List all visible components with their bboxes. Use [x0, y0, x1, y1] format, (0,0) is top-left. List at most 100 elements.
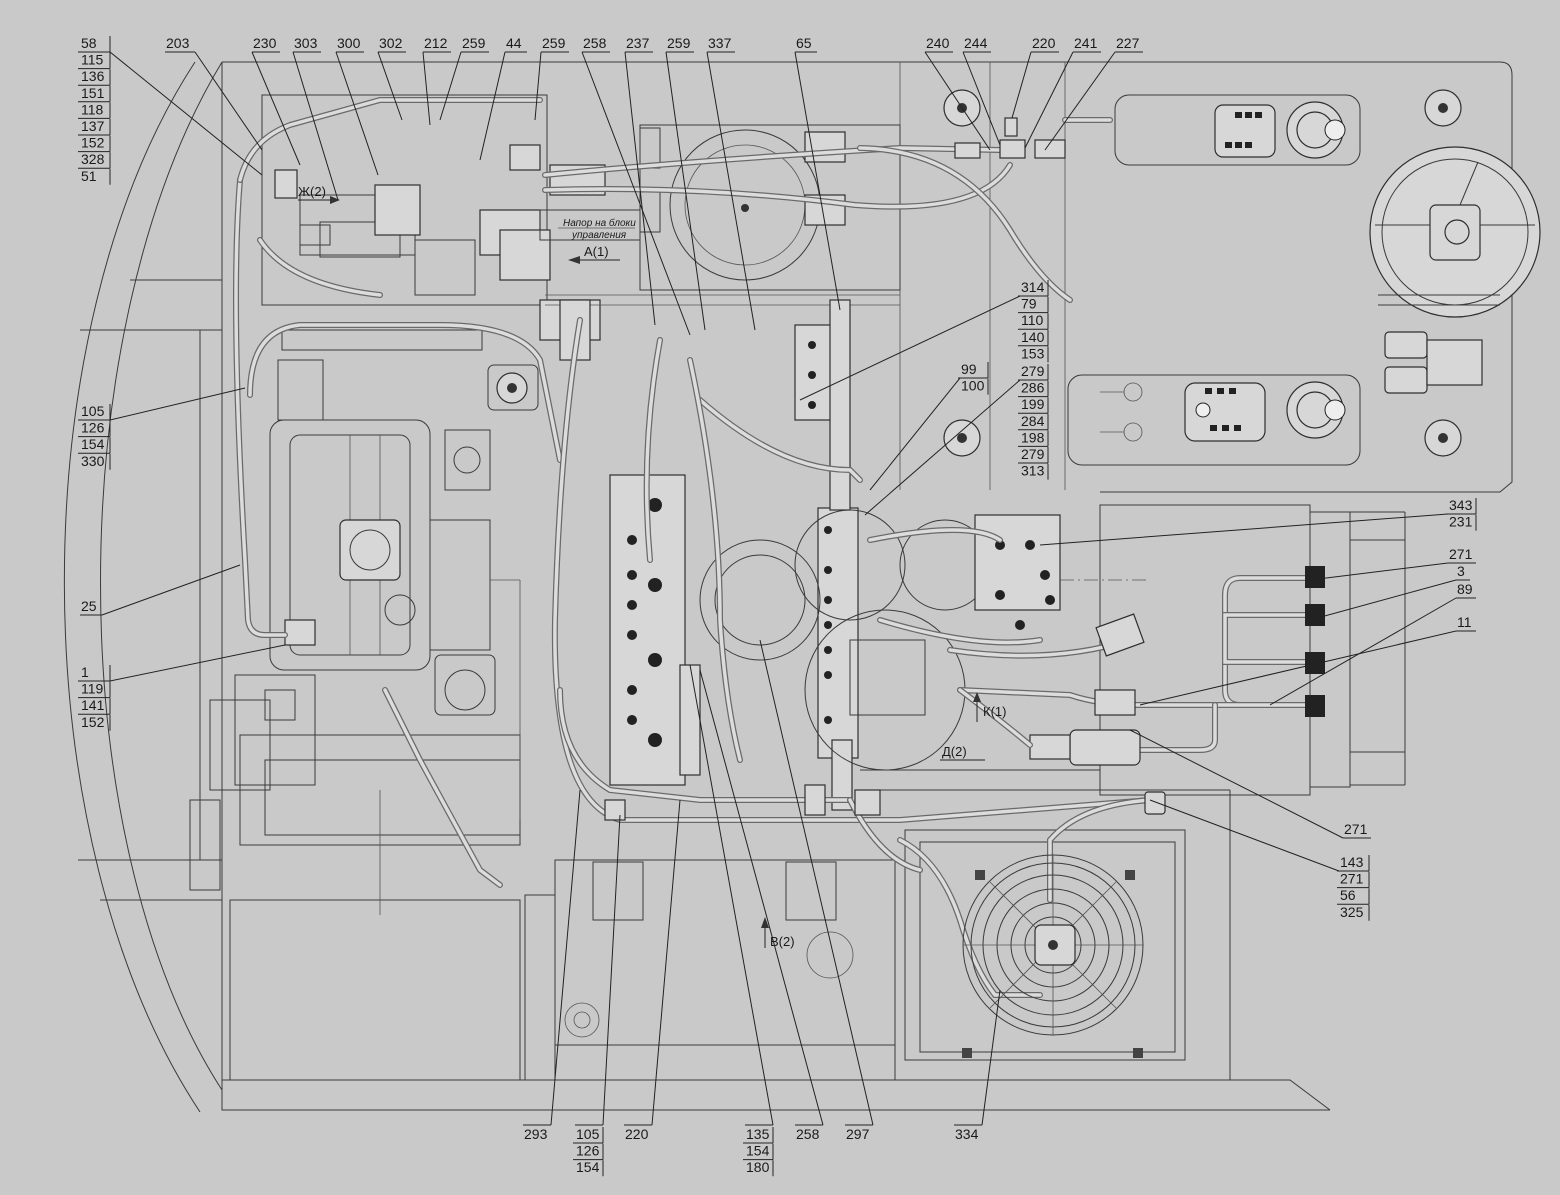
callout-number: 300: [337, 35, 361, 51]
callout-number: 279: [1021, 363, 1045, 379]
callout-number: 330: [81, 453, 105, 469]
callout-t9: 44: [479, 35, 527, 161]
callout-number: 220: [625, 1126, 649, 1142]
callout-t17: 244: [962, 35, 1001, 146]
callout-number: 119: [81, 681, 104, 697]
callout-leader: [292, 51, 339, 201]
callout-number: 241: [1074, 35, 1098, 51]
callout-number: 328: [81, 151, 105, 167]
callout-number: 135: [746, 1126, 770, 1142]
callout-number: 136: [81, 68, 105, 84]
callout-leader: [1039, 513, 1476, 546]
callout-number: 302: [379, 35, 403, 51]
callout-number: 271: [1344, 821, 1368, 837]
callout-leader: [924, 51, 991, 151]
view-marker-d: Д(2): [942, 744, 967, 759]
callout-leader: [377, 51, 406, 121]
callout-number: 227: [1116, 35, 1140, 51]
callout-leader: [251, 51, 301, 166]
callout-number: 152: [81, 135, 105, 151]
callout-number: 220: [1032, 35, 1056, 51]
callout-number: 105: [81, 403, 105, 419]
callout-leader: [699, 669, 824, 1126]
callout-leader: [1044, 51, 1143, 151]
callout-leader: [165, 51, 263, 151]
callout-number: 11: [1457, 614, 1472, 630]
callout-leader: [439, 51, 489, 121]
callout-number: 154: [746, 1143, 770, 1159]
callout-t12: 237: [624, 35, 656, 326]
callout-number: 293: [524, 1126, 548, 1142]
callout-number: 334: [955, 1126, 979, 1142]
view-markers: Ж(2) А(1) К(1) Д(2) В(2): [298, 184, 1006, 949]
callout-leader: [80, 564, 241, 616]
callout-leader: [523, 789, 581, 1126]
callout-number: 325: [1340, 904, 1364, 920]
callout-l2: 25: [80, 564, 241, 616]
callout-leader: [1011, 51, 1059, 119]
callout-number: 118: [81, 101, 104, 117]
callout-t19: 241: [1024, 35, 1101, 149]
callout-number: 151: [81, 85, 105, 101]
callout-number: 154: [81, 436, 105, 452]
callout-leader: [422, 51, 451, 126]
engine-block: [189, 94, 548, 915]
callout-leader: [1149, 799, 1369, 872]
callout-number: 58: [81, 35, 97, 51]
callout-r4: 89: [1269, 581, 1476, 706]
callout-number: 56: [1340, 887, 1356, 903]
callout-leader: [581, 51, 691, 336]
callout-leader: [759, 639, 874, 1126]
callout-leader: [1139, 630, 1476, 706]
callout-b1: 293: [523, 789, 581, 1142]
callout-r2: 271: [1309, 546, 1476, 581]
callout-number: 313: [1021, 463, 1045, 479]
callout-number: 314: [1021, 279, 1045, 295]
callout-b7: 334: [954, 989, 1001, 1142]
callout-number: 140: [1021, 329, 1045, 345]
callout-number: 89: [1457, 581, 1473, 597]
callout-number: 258: [796, 1126, 820, 1142]
pressure-note-line-1: Напор на блоки: [563, 217, 636, 229]
callout-number: 259: [667, 35, 691, 51]
callout-number: 110: [1021, 312, 1044, 328]
callout-leader: [954, 989, 1001, 1126]
callout-number: 303: [294, 35, 318, 51]
callout-t16: 240: [924, 35, 991, 151]
cooling-fan: [962, 854, 1144, 1058]
callout-number: 3: [1457, 563, 1465, 579]
callout-number: 44: [506, 35, 522, 51]
control-valve-blocks: [559, 299, 859, 811]
view-marker-a: А(1): [584, 244, 609, 259]
callout-leader: [1129, 729, 1371, 839]
right-pipework: [947, 566, 1325, 766]
callout-number: 115: [81, 52, 104, 68]
callout-number: 141: [81, 697, 105, 713]
callout-leader: [575, 814, 621, 1126]
callout-number: 297: [846, 1126, 870, 1142]
callout-t5: 300: [335, 35, 379, 176]
callout-number: 271: [1449, 546, 1473, 562]
callout-leader: [624, 51, 656, 326]
callout-leader: [962, 51, 1001, 146]
callout-number: 203: [166, 35, 190, 51]
callout-number: 180: [746, 1159, 770, 1175]
callout-number: 343: [1449, 497, 1473, 513]
callout-leader: [80, 387, 246, 421]
view-marker-k: К(1): [983, 704, 1006, 719]
callout-number: 105: [576, 1126, 600, 1142]
callout-number: 100: [961, 378, 985, 394]
callout-number: 259: [542, 35, 566, 51]
callout-number: 271: [1340, 871, 1364, 887]
callout-number: 137: [81, 118, 105, 134]
callout-t2: 203: [165, 35, 263, 151]
callout-number: 152: [81, 714, 105, 730]
